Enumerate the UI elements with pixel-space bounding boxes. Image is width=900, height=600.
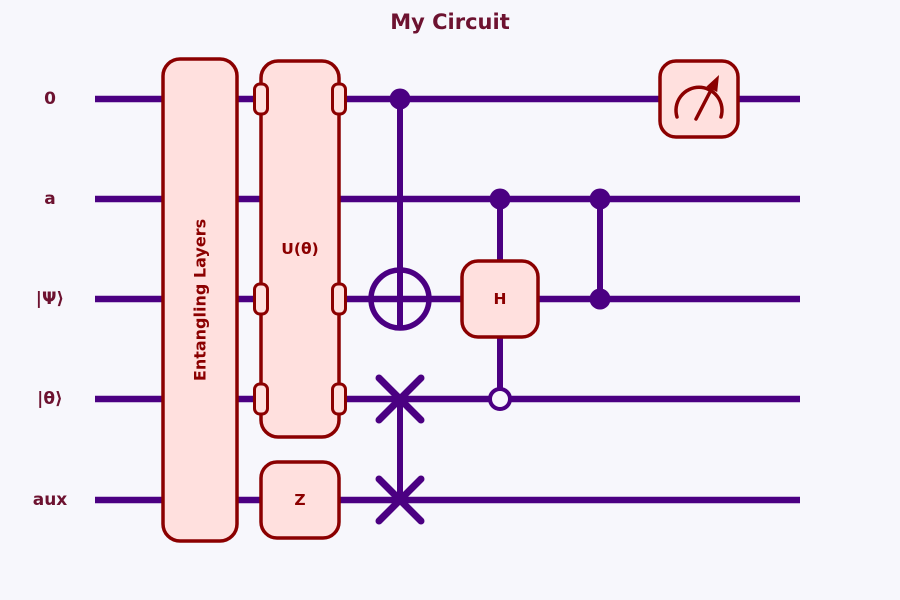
meter-arrowhead xyxy=(706,75,719,92)
u-theta-label: U(θ) xyxy=(281,240,318,258)
gate-connectors xyxy=(397,99,603,500)
ch-control-dot xyxy=(489,188,511,210)
swap-x-aux-2 xyxy=(375,475,425,525)
z-gate: Z xyxy=(259,460,341,540)
u-theta-tab-left-psi xyxy=(253,282,269,316)
h-gate-label: H xyxy=(494,290,507,308)
cnot-target-icon xyxy=(368,267,432,331)
u-theta-tab-right-theta xyxy=(331,382,347,416)
entangling-layers-box xyxy=(161,57,239,543)
wire-label-psi: |Ψ⟩ xyxy=(36,289,64,309)
wire-label-aux: aux xyxy=(33,490,68,510)
swap-x-theta-2 xyxy=(375,374,425,424)
cz-control-dot-a xyxy=(589,188,611,210)
z-gate-box xyxy=(259,460,341,540)
cz-gate xyxy=(589,188,611,310)
entangling-layers-gate: Entangling Layers xyxy=(161,57,239,543)
wire-label-q0: 0 xyxy=(44,89,56,109)
measurement-box xyxy=(658,59,740,139)
entangling-layers-label: Entangling Layers xyxy=(191,219,210,381)
u-theta-tab-left-q0 xyxy=(253,82,269,116)
meter-arc xyxy=(674,85,724,119)
wire-labels: 0 a |Ψ⟩ |θ⟩ aux xyxy=(33,89,68,510)
measurement-meter-icon xyxy=(674,75,724,121)
wire-label-theta: |θ⟩ xyxy=(37,389,63,409)
z-gate-label: Z xyxy=(294,491,305,509)
u-theta-tab-right-psi xyxy=(331,282,347,316)
controlled-h-gate: H xyxy=(460,188,540,411)
u-theta-gate: U(θ) xyxy=(253,59,347,439)
meter-needle xyxy=(694,88,713,121)
u-theta-tab-right-q0 xyxy=(331,82,347,116)
cnot-gate xyxy=(368,88,432,331)
h-gate-box xyxy=(460,259,540,339)
measurement-gate xyxy=(658,59,740,139)
cz-control-dot-psi xyxy=(589,288,611,310)
u-theta-tab-left-theta xyxy=(253,382,269,416)
wire-label-qa: a xyxy=(44,189,55,209)
cnot-control-dot xyxy=(389,88,411,110)
u-theta-box xyxy=(259,59,341,439)
circuit-title: My Circuit xyxy=(390,10,510,34)
ch-open-control-dot xyxy=(488,387,512,411)
swap-gate xyxy=(375,374,425,525)
